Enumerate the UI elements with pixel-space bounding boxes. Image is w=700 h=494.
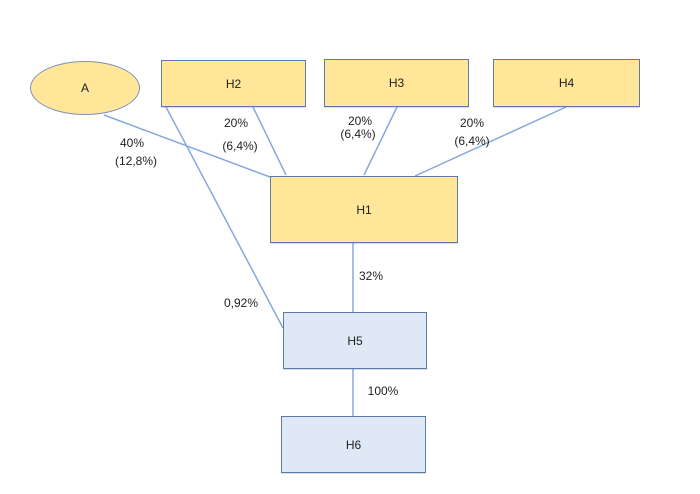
node-a-label: A (80, 81, 89, 95)
node-h1: H1 (270, 176, 458, 243)
edge-a-h1-indirect-label: (12,8%) (114, 154, 158, 168)
edge-a-h1-pct-label: 40% (119, 136, 145, 150)
edge-h2-h1-line (252, 106, 287, 176)
node-h3: H3 (324, 59, 469, 107)
node-h4-label: H4 (558, 76, 575, 90)
node-h3-label: H3 (388, 76, 405, 90)
node-h5: H5 (283, 312, 427, 369)
node-h1-label: H1 (356, 202, 372, 217)
edge-h1-h5-pct-label: 32% (358, 269, 384, 283)
node-h2: H2 (161, 60, 306, 107)
edge-h4-h1-indirect-label: (6,4%) (454, 134, 490, 148)
edge-h3-h1-indirect-label: (6,4%) (340, 127, 376, 141)
node-h2-label: H2 (225, 76, 242, 91)
edge-h4-h1-line (414, 106, 567, 177)
edge-h4-h1-pct-label: 20% (459, 116, 485, 130)
edge-h2-h5-pct-label: 0,92% (223, 296, 259, 310)
edge-h3-h1-line (363, 106, 398, 176)
node-h5-label: H5 (347, 333, 363, 348)
edge-h2-h1-pct-label: 20% (223, 116, 249, 130)
edge-h5-h6-pct-label: 100% (367, 384, 399, 398)
node-h6: H6 (281, 416, 426, 473)
edge-h2-h1-indirect-label: (6,4%) (222, 139, 258, 153)
edge-h2-h5-line (165, 106, 284, 329)
node-h6-label: H6 (345, 437, 362, 452)
edge-h3-h1-pct-label: 20% (347, 114, 373, 128)
node-a: A (30, 61, 140, 115)
node-h4: H4 (493, 59, 640, 107)
